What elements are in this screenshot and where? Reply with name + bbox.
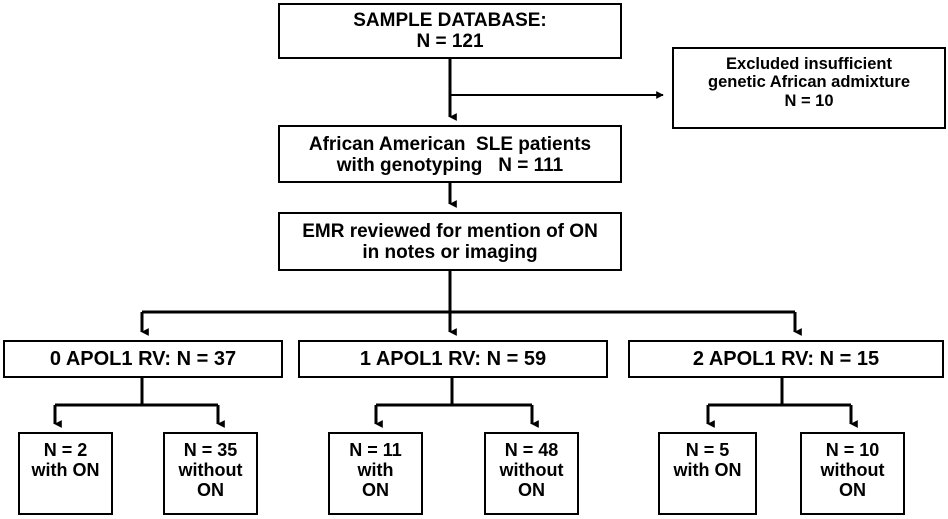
- rv2-with-line-1: N = 5: [685, 440, 730, 460]
- rv1-with-line-2: with: [357, 460, 394, 481]
- rv0-without-line-3: ON: [197, 480, 224, 501]
- rv0-with-line-2: with ON: [31, 460, 100, 481]
- aa-sle-line-2: with genotyping N = 111: [336, 155, 564, 177]
- apol1-rv-2-label: 2 APOL1 RV: N = 15: [692, 347, 880, 370]
- rv1-with-line-3: ON: [362, 480, 389, 501]
- apol1-rv-1-without-on-node: N = 48 without ON: [484, 432, 579, 515]
- rv1-without-line-1: N = 48: [504, 440, 559, 460]
- apol1-rv-2-with-on-node: N = 5 with ON: [658, 432, 757, 515]
- sample-database-node: SAMPLE DATABASE: N = 121: [278, 3, 622, 59]
- emr-review-node: EMR reviewed for mention of ON in notes …: [278, 212, 622, 271]
- rv1-without-line-2: without: [499, 460, 564, 481]
- excluded-node: Excluded insufficient genetic African ad…: [672, 47, 946, 129]
- rv1-with-line-1: N = 11: [349, 440, 402, 460]
- apol1-rv-2-without-on-node: N = 10 without ON: [800, 432, 905, 515]
- excluded-line-2: genetic African admixture: [707, 73, 911, 92]
- sample-database-line-1: SAMPLE DATABASE:: [353, 10, 547, 31]
- excluded-line-1: Excluded insufficient: [726, 55, 892, 73]
- sample-database-line-2: N = 121: [416, 31, 484, 53]
- african-american-sle-node: African American SLE patients with genot…: [278, 125, 622, 183]
- rv1-without-line-3: ON: [518, 480, 545, 501]
- rv2-without-line-3: ON: [839, 480, 866, 501]
- apol1-rv-1-with-on-node: N = 11 with ON: [328, 432, 423, 515]
- emr-review-line-1: EMR reviewed for mention of ON: [302, 221, 598, 242]
- apol1-rv-0-node: 0 APOL1 RV: N = 37: [3, 340, 283, 378]
- excluded-line-3: N = 10: [784, 91, 834, 110]
- rv2-without-line-2: without: [820, 460, 885, 481]
- rv0-without-line-2: without: [178, 460, 243, 481]
- apol1-rv-2-node: 2 APOL1 RV: N = 15: [628, 340, 944, 378]
- apol1-rv-0-label: 0 APOL1 RV: N = 37: [49, 347, 237, 370]
- rv2-without-line-1: N = 10: [825, 440, 880, 460]
- apol1-rv-0-with-on-node: N = 2 with ON: [18, 432, 113, 515]
- apol1-rv-1-node: 1 APOL1 RV: N = 59: [298, 340, 608, 378]
- emr-review-line-2: in notes or imaging: [362, 242, 538, 264]
- aa-sle-line-1: African American SLE patients: [308, 134, 592, 155]
- apol1-rv-0-without-on-node: N = 35 without ON: [163, 432, 258, 515]
- rv2-with-line-2: with ON: [673, 460, 742, 481]
- rv0-without-line-1: N = 35: [183, 440, 238, 460]
- apol1-rv-1-label: 1 APOL1 RV: N = 59: [359, 347, 547, 370]
- rv0-with-line-1: N = 2: [43, 440, 88, 460]
